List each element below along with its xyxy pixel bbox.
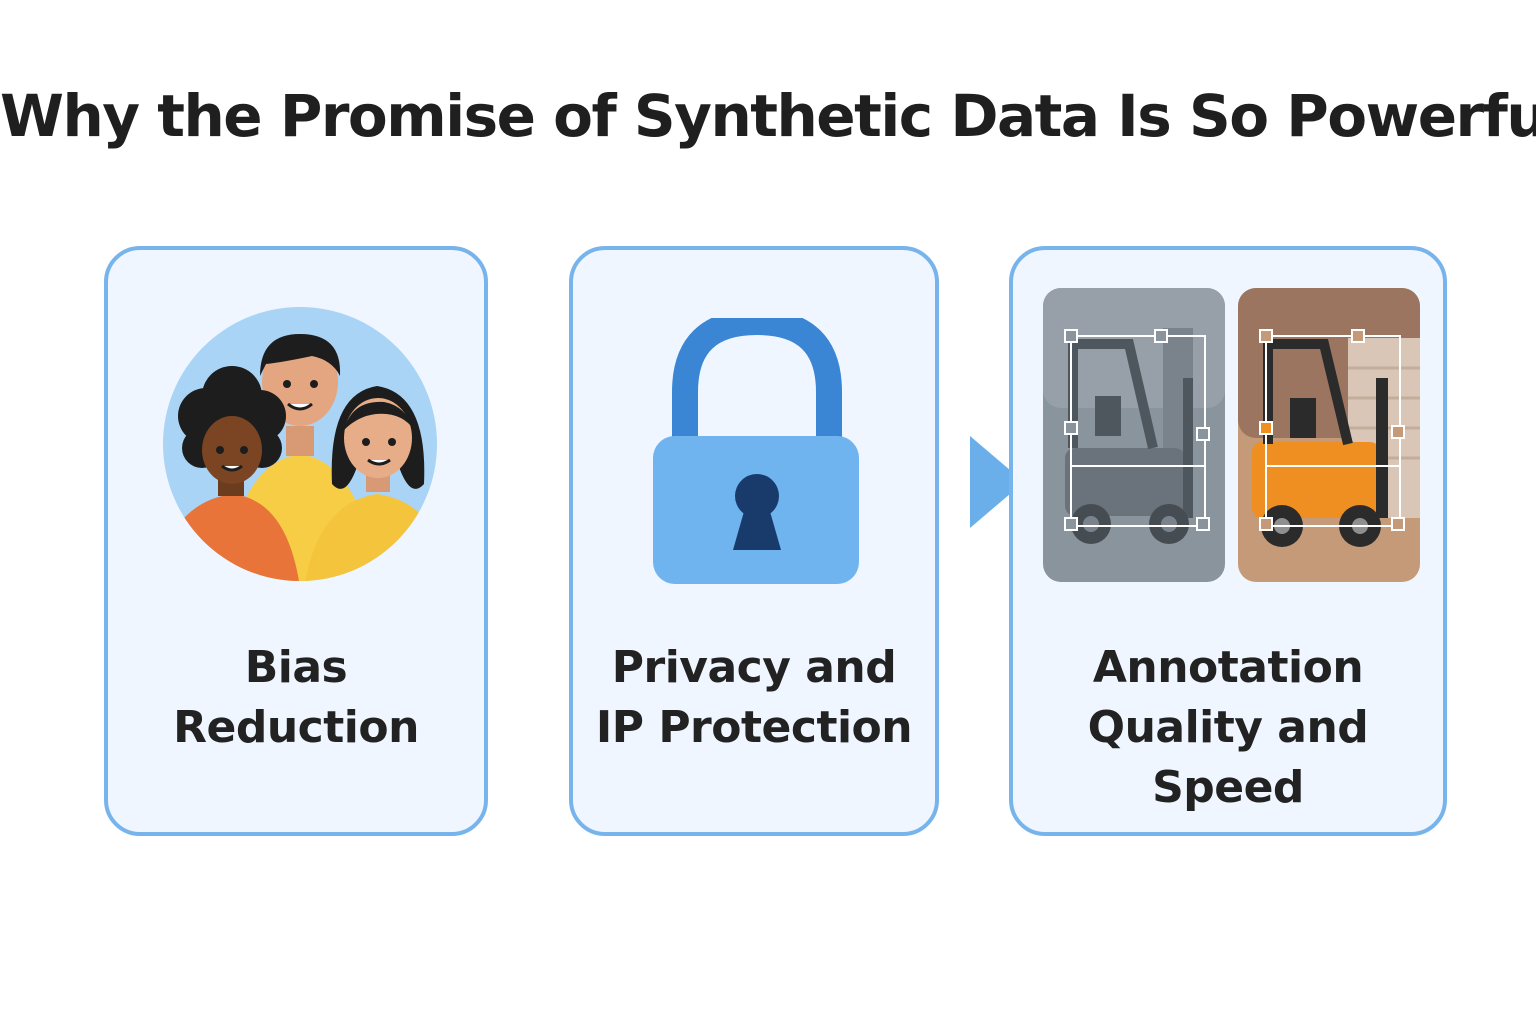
forklift-orange-annotated-icon	[1238, 288, 1420, 582]
card-label-line: Annotation	[1092, 642, 1364, 693]
card-label-line: Speed	[1152, 762, 1304, 813]
card-bias-reduction: Bias Reduction	[104, 246, 488, 836]
card-label-line: Reduction	[173, 702, 419, 753]
page-title: Why the Promise of Synthetic Data Is So …	[0, 82, 1536, 150]
arrow-right-icon	[970, 436, 1024, 528]
card-label-line: IP Protection	[595, 702, 913, 753]
card-label-line: Privacy and	[611, 642, 897, 693]
card-label-line: Bias	[244, 642, 348, 693]
padlock-icon	[653, 318, 859, 584]
card-label: Bias Reduction	[108, 638, 484, 758]
card-label: Annotation Quality and Speed	[1013, 638, 1443, 818]
card-privacy-ip-protection: Privacy and IP Protection	[569, 246, 939, 836]
people-group-icon	[163, 307, 437, 581]
card-label-line: Quality and	[1087, 702, 1369, 753]
card-label: Privacy and IP Protection	[573, 638, 935, 758]
card-annotation-quality-speed: Annotation Quality and Speed	[1009, 246, 1447, 836]
forklift-grey-annotated-icon	[1043, 288, 1225, 582]
